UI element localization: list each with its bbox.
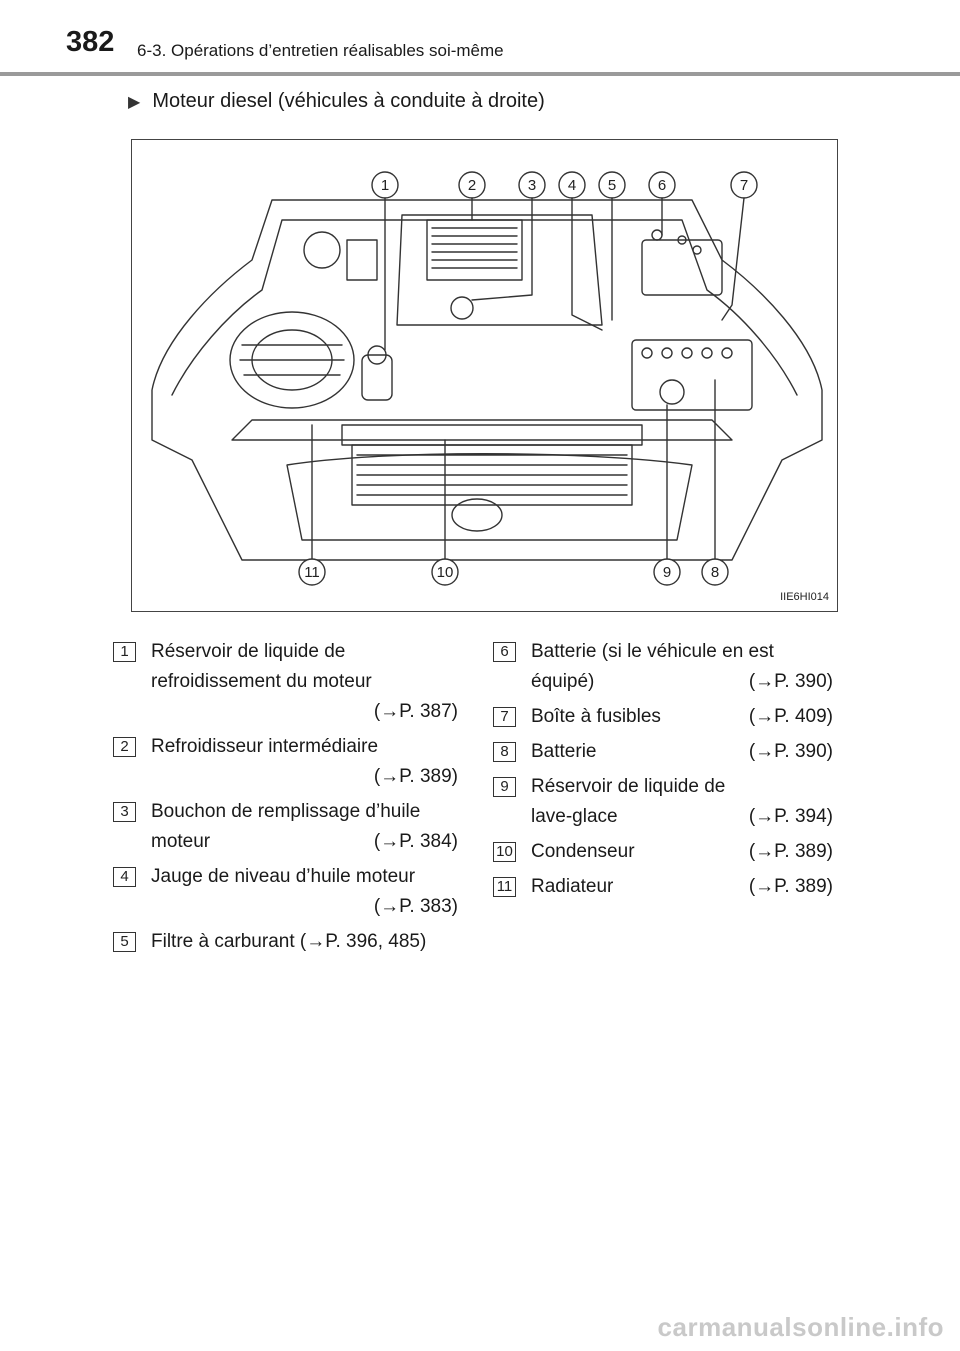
item-number: 1: [113, 642, 136, 662]
item-page-ref: (→P. 390): [748, 671, 833, 692]
item-number: 4: [113, 867, 136, 887]
header-rule: [0, 72, 960, 76]
callout-6: 6: [658, 177, 666, 194]
callout-8: 8: [711, 564, 719, 581]
item-label: Réservoir de liquide de: [531, 776, 726, 797]
item-number: 2: [113, 737, 136, 757]
engine-bay-illustration: 1 2 3 4 5 6 7 11 10 9 8: [151, 171, 823, 586]
list-item: 2 Refroidisseur intermédiaire (→P. 389): [113, 732, 458, 792]
watermark: carmanualsonline.info: [657, 1312, 944, 1342]
list-item: 8 Batterie (→P. 390): [493, 737, 833, 767]
list-item: 1 Réservoir de liquide de refroidissemen…: [113, 637, 458, 727]
page-number: 382: [66, 26, 115, 58]
item-page-ref: (→P. 389): [748, 841, 833, 862]
item-page-ref: (→P. 394): [748, 806, 833, 827]
subsection-title: Moteur diesel (véhicules à conduite à dr…: [152, 90, 545, 112]
callout-5: 5: [608, 177, 616, 194]
component-list-right: 6 Batterie (si le véhicule en est équipé…: [493, 637, 833, 907]
list-item: 7 Boîte à fusibles (→P. 409): [493, 702, 833, 732]
callout-10: 10: [437, 564, 454, 581]
subsection-heading: ▶ Moteur diesel (véhicules à conduite à …: [128, 90, 545, 113]
item-label-cont: refroidissement du moteur: [151, 671, 372, 692]
section-title: 6-3. Opérations d’entretien réalisables …: [137, 41, 504, 60]
item-label-cont: moteur: [151, 831, 211, 852]
item-label: Condenseur: [531, 841, 635, 862]
callout-7: 7: [740, 177, 748, 194]
callout-4: 4: [568, 177, 576, 194]
item-label: Refroidisseur intermédiaire: [151, 736, 379, 757]
item-page-ref: (→P. 389): [373, 766, 458, 787]
callout-3: 3: [528, 177, 536, 194]
list-item: 5 Filtre à carburant (→P. 396, 485): [113, 927, 458, 957]
item-number: 6: [493, 642, 516, 662]
item-label: Batterie: [531, 741, 597, 762]
item-page-ref: (→P. 409): [748, 706, 833, 727]
item-number: 7: [493, 707, 516, 727]
item-number: 9: [493, 777, 516, 797]
callout-9: 9: [663, 564, 671, 581]
callout-1: 1: [381, 177, 389, 194]
item-number: 11: [493, 877, 516, 897]
figure-code: IIE6HI014: [780, 591, 829, 603]
item-label: Réservoir de liquide de: [151, 641, 346, 662]
item-number: 5: [113, 932, 136, 952]
item-label-cont: équipé): [531, 671, 595, 692]
list-item: 9 Réservoir de liquide de lave-glace (→P…: [493, 772, 833, 832]
item-label-cont: lave-glace: [531, 806, 618, 827]
item-number: 10: [493, 842, 516, 862]
item-page-ref: (→P. 383): [373, 896, 458, 917]
list-item: 3 Bouchon de remplissage d’huile moteur …: [113, 797, 458, 857]
item-label: Batterie (si le véhicule en est: [531, 641, 774, 662]
item-page-ref: (→P. 387): [373, 701, 458, 722]
item-label: Radiateur: [531, 876, 614, 897]
list-item: 4 Jauge de niveau d’huile moteur (→P. 38…: [113, 862, 458, 922]
item-label: Boîte à fusibles: [531, 706, 661, 727]
engine-bay-figure: 1 2 3 4 5 6 7 11 10 9 8 IIE6HI014: [131, 139, 838, 612]
item-page-ref: (→P. 389): [748, 876, 833, 897]
item-page-ref: (→P. 390): [748, 741, 833, 762]
callout-11: 11: [304, 564, 320, 581]
triangle-right-icon: ▶: [128, 93, 141, 111]
item-number: 3: [113, 802, 136, 822]
item-page-ref: (→P. 384): [373, 831, 458, 852]
list-item: 11 Radiateur (→P. 389): [493, 872, 833, 902]
item-label: Bouchon de remplissage d’huile: [151, 801, 421, 822]
list-item: 10 Condenseur (→P. 389): [493, 837, 833, 867]
item-label: Jauge de niveau d’huile moteur: [151, 866, 416, 887]
list-item: 6 Batterie (si le véhicule en est équipé…: [493, 637, 833, 697]
component-list-left: 1 Réservoir de liquide de refroidissemen…: [113, 637, 458, 962]
callout-2: 2: [468, 177, 476, 194]
item-number: 8: [493, 742, 516, 762]
item-label: Filtre à carburant (→P. 396, 485): [151, 931, 427, 952]
